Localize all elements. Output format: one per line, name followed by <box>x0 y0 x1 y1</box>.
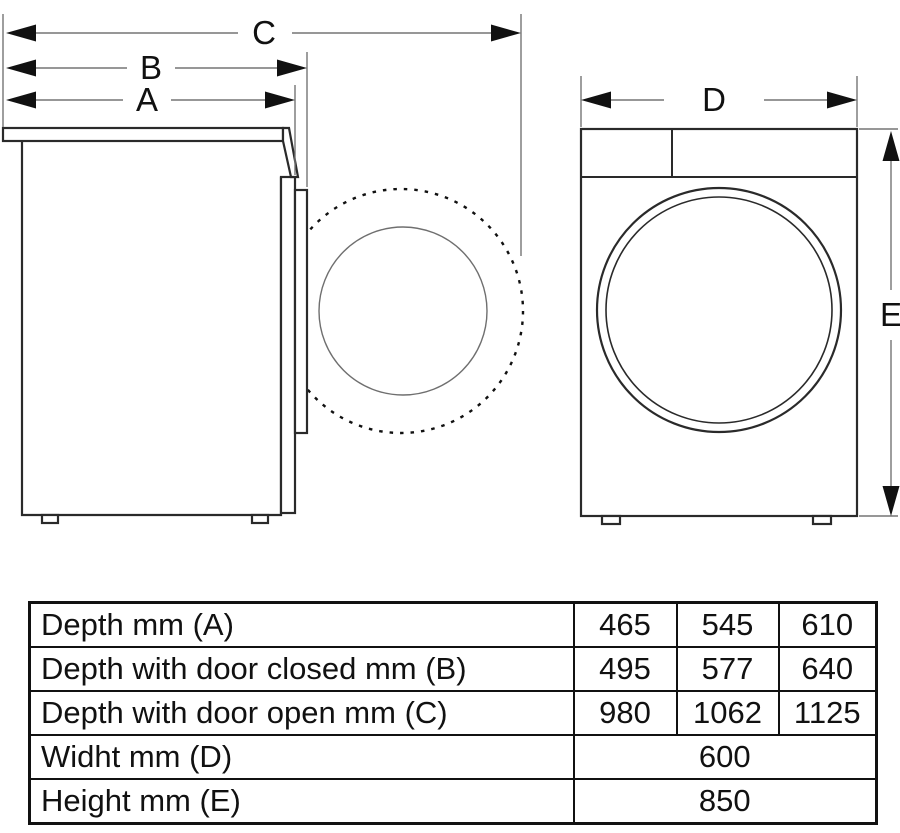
front-view <box>579 127 859 526</box>
arrow-right-icon <box>265 91 295 109</box>
side-foot-right <box>250 513 270 525</box>
side-top-lid <box>1 126 285 143</box>
side-open-door-panel <box>293 188 309 435</box>
front-door-inner-circle <box>605 196 833 424</box>
door-swing-dashed-circle <box>277 187 525 435</box>
table-row-depth-closed-b: Depth with door closed mm (B) 495 577 64… <box>28 646 878 692</box>
dim-label-c: C <box>252 14 276 51</box>
table-row-depth-open-c: Depth with door open mm (C) 980 1062 112… <box>28 690 878 736</box>
dimension-c: C <box>2 14 522 256</box>
arrow-down-icon <box>882 486 900 516</box>
dimension-e: E <box>859 128 900 517</box>
arrow-right-icon <box>277 59 307 77</box>
spec-value: 1125 <box>777 690 878 736</box>
dimension-d: D <box>580 76 858 127</box>
table-row-height-e: Height mm (E) 850 <box>28 778 878 825</box>
dimension-a: A <box>6 81 296 175</box>
front-foot-left <box>600 514 622 526</box>
front-door-outer-circle <box>595 186 843 434</box>
arrow-left-icon <box>6 91 36 109</box>
spec-value: 577 <box>675 646 780 692</box>
side-view <box>1 126 525 525</box>
dim-label-e: E <box>880 296 900 333</box>
dimension-b: B <box>6 49 308 187</box>
arrow-left-icon <box>6 24 36 42</box>
spec-label: Widht mm (D) <box>28 734 575 780</box>
spec-value: 610 <box>777 601 878 648</box>
arrow-up-icon <box>882 131 900 161</box>
side-control-fascia <box>281 126 300 179</box>
spec-value: 465 <box>572 601 678 648</box>
spec-label: Height mm (E) <box>28 778 575 825</box>
spec-value: 640 <box>777 646 878 692</box>
spec-label: Depth with door open mm (C) <box>28 690 575 736</box>
side-drum-circle <box>318 226 488 396</box>
spec-label: Depth with door closed mm (B) <box>28 646 575 692</box>
dim-label-a: A <box>136 81 158 118</box>
dim-label-d: D <box>702 81 726 118</box>
side-cabinet-body <box>20 141 283 517</box>
arrow-right-icon <box>491 24 521 42</box>
spec-value: 980 <box>572 690 678 736</box>
spec-value: 545 <box>675 601 780 648</box>
side-foot-left <box>40 513 60 525</box>
dim-label-b: B <box>140 49 162 86</box>
spec-table: Depth mm (A) 465 545 610 Depth with door… <box>28 601 878 825</box>
dimension-drawing: C B A <box>1 14 900 526</box>
arrow-right-icon <box>827 91 857 109</box>
spec-value: 1062 <box>675 690 780 736</box>
front-foot-right <box>811 514 833 526</box>
table-row-depth-a: Depth mm (A) 465 545 610 <box>28 601 878 648</box>
side-front-panel <box>279 175 297 515</box>
spec-value: 495 <box>572 646 678 692</box>
spec-label: Depth mm (A) <box>28 601 575 648</box>
table-row-width-d: Widht mm (D) 600 <box>28 734 878 780</box>
spec-value: 850 <box>572 778 878 825</box>
arrow-left-icon <box>6 59 36 77</box>
arrow-left-icon <box>581 91 611 109</box>
front-cabinet <box>579 127 859 518</box>
spec-value: 600 <box>572 734 878 780</box>
